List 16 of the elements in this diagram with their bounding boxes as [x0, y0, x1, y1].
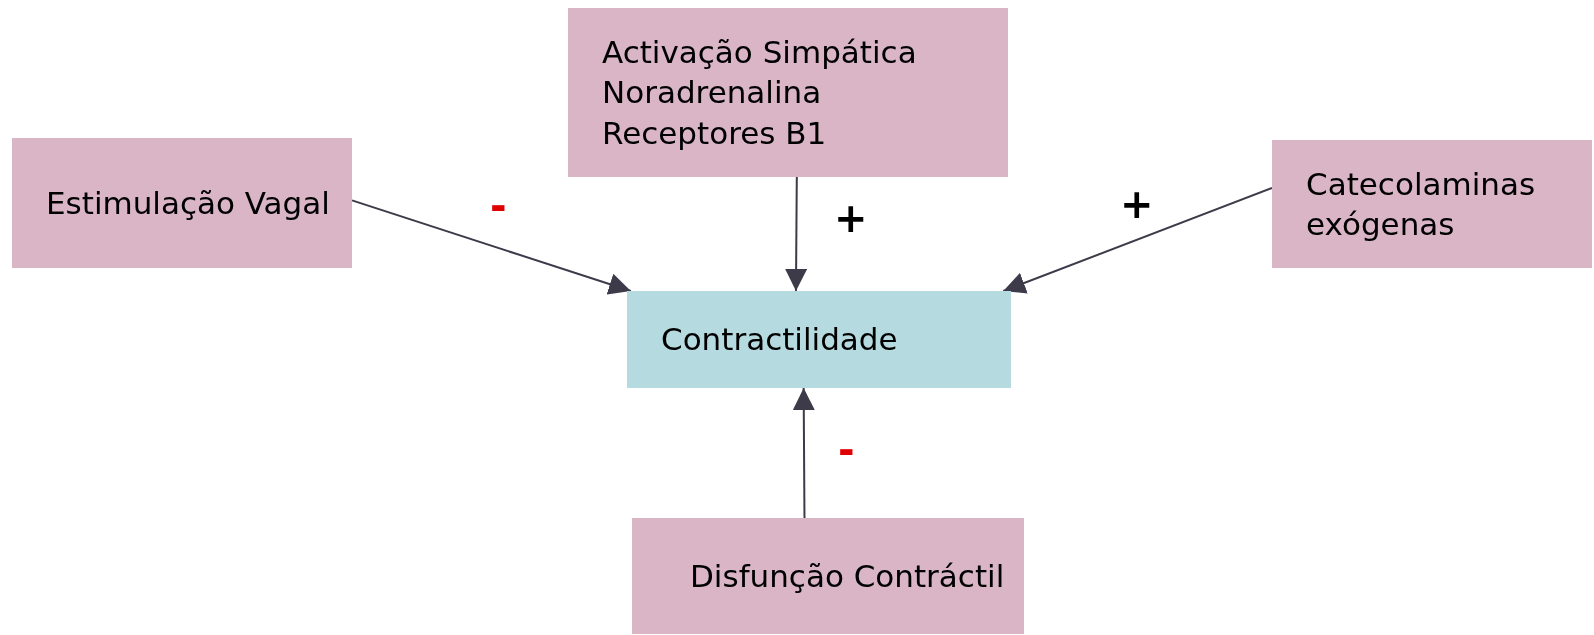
node-label: Activação Simpática: [602, 33, 918, 73]
node-label: Estimulação Vagal: [46, 183, 331, 223]
arrow: [785, 176, 808, 292]
process-box: [12, 138, 352, 268]
node-label: Contractilidade: [661, 320, 899, 360]
arrow: [1002, 187, 1273, 294]
node-label: Noradrenalina: [602, 73, 823, 113]
node-label: Catecolaminas exógenas: [1306, 164, 1537, 244]
node-label: Disfunção Contráctil: [690, 556, 1006, 596]
process-box: [568, 8, 1008, 177]
arrow: [351, 199, 632, 295]
target-box: [627, 291, 1011, 388]
process-box: [632, 518, 1024, 634]
node-label: Receptores B1: [602, 113, 828, 153]
process-box: [1272, 140, 1592, 268]
arrow: [792, 387, 815, 519]
